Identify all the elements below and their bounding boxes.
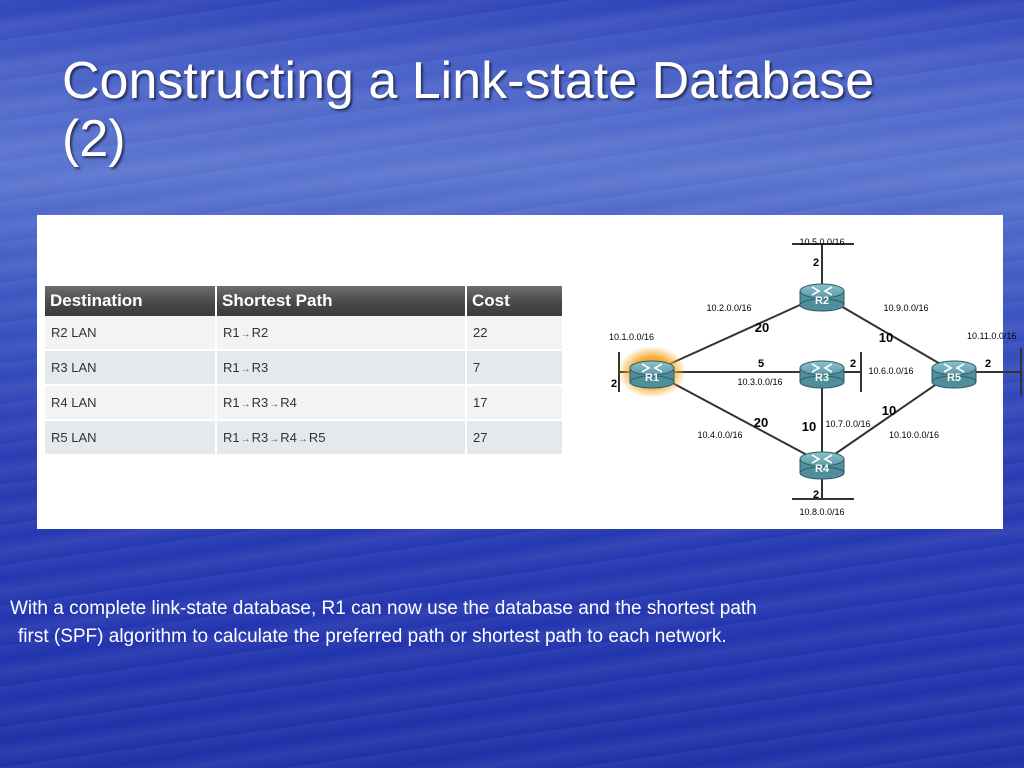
router-r2: R2 [799,283,845,312]
router-label: R4 [815,463,830,475]
network-label: 10.8.0.0/16 [799,507,844,517]
network-label: 10.4.0.0/16 [697,430,742,440]
link-r2-r5 [821,294,955,373]
arrow-right-icon: → [240,434,251,445]
router-arrows-icon [811,286,833,296]
arrow-right-icon: → [240,329,251,340]
path-hop: R4 [280,395,297,410]
arrow-right-icon: → [269,399,280,410]
caption-line-1: With a complete link-state database, R1 … [10,598,757,619]
network-label: 10.11.0.0/16 [967,331,1016,341]
slide-title-line-1: Constructing a Link-state Database [62,52,875,110]
router-base [629,375,675,389]
router-r3: R3 [799,360,845,389]
destination-cell: R5 LAN [45,420,217,456]
cost-label: 2 [813,489,819,501]
table-header-row: Destination Shortest Path Cost [45,286,564,316]
destination-cell: R3 LAN [45,350,217,386]
path-hop: R1 [223,360,240,375]
router-top [799,451,845,467]
cost-label: 2 [850,358,856,370]
cost-cell: 27 [466,420,564,456]
path-hop: R1 [223,325,240,340]
router-top [629,360,675,376]
caption-line-2: first (SPF) algorithm to calculate the p… [18,626,727,647]
cost-label: 2 [611,378,617,390]
network-label: 10.2.0.0/16 [706,303,751,313]
shortest-path-cell: R1→R2 [216,316,467,351]
path-hop: R1 [223,430,240,445]
column-header-destination: Destination [45,286,217,316]
column-header-shortest-path: Shortest Path [216,286,467,316]
path-hop: R3 [251,360,269,375]
path-hop: R3 [251,430,269,445]
cost-label: 10 [882,403,896,418]
network-label: 10.5.0.0/16 [799,237,844,247]
cost-label: 20 [755,320,769,335]
cost-label: 2 [813,257,819,269]
path-hop: R4 [280,430,297,445]
destination-cell: R2 LAN [45,316,217,351]
router-top [931,360,977,376]
slide-caption: With a complete link-state database, R1 … [10,595,1020,651]
slide-title-line-2: (2) [62,110,126,168]
router-r4: R4 [799,451,845,480]
path-hop: R3 [251,395,269,410]
cost-label: 5 [758,358,764,370]
cost-label: 2 [985,358,991,370]
router-label: R1 [645,372,659,384]
router-top [799,283,845,299]
cost-label: 10 [879,330,893,345]
router-label: R3 [815,372,829,384]
network-label: 10.9.0.0/16 [883,303,928,313]
shortest-path-cell: R1→R3→R4→R5 [216,420,467,456]
destination-cell: R4 LAN [45,385,217,421]
router-arrows-icon [943,363,965,373]
shortest-path-cell: R1→R3→R4 [216,385,467,421]
network-label: 10.3.0.0/16 [737,377,782,387]
router-label: R2 [815,295,829,307]
router-base [931,375,977,389]
router-base [799,466,845,480]
router-base [799,375,845,389]
slide-title: Constructing a Link-state Database (2) [62,52,982,168]
router-arrows-icon [811,363,833,373]
arrow-right-icon: → [297,434,308,445]
router-label: R5 [947,372,961,384]
path-hop: R1 [223,395,240,410]
router-top [799,360,845,376]
router-arrows-icon [641,363,663,373]
arrow-right-icon: → [240,364,251,375]
path-hop: R2 [251,325,269,340]
router-r5: R5 [931,360,977,389]
cost-cell: 22 [466,316,564,351]
cost-cell: 7 [466,350,564,386]
network-label: 10.6.0.0/16 [868,366,913,376]
router-arrows-icon [811,454,833,464]
link-r4-r5 [821,371,955,464]
link-r1-r4 [651,371,823,464]
arrow-right-icon: → [240,399,251,410]
path-hop: R5 [308,430,326,445]
cost-label: 10 [802,419,816,434]
arrow-right-icon: → [269,434,280,445]
cost-label: 20 [754,415,768,430]
network-label: 10.7.0.0/16 [825,419,870,429]
router-base [799,298,845,312]
router-r1: R1 [618,346,686,398]
column-header-cost: Cost [466,286,564,316]
network-label: 10.10.0.0/16 [889,430,939,440]
network-label: 10.1.0.0/16 [609,332,654,342]
shortest-path-cell: R1→R3 [216,350,467,386]
cost-cell: 17 [466,385,564,421]
